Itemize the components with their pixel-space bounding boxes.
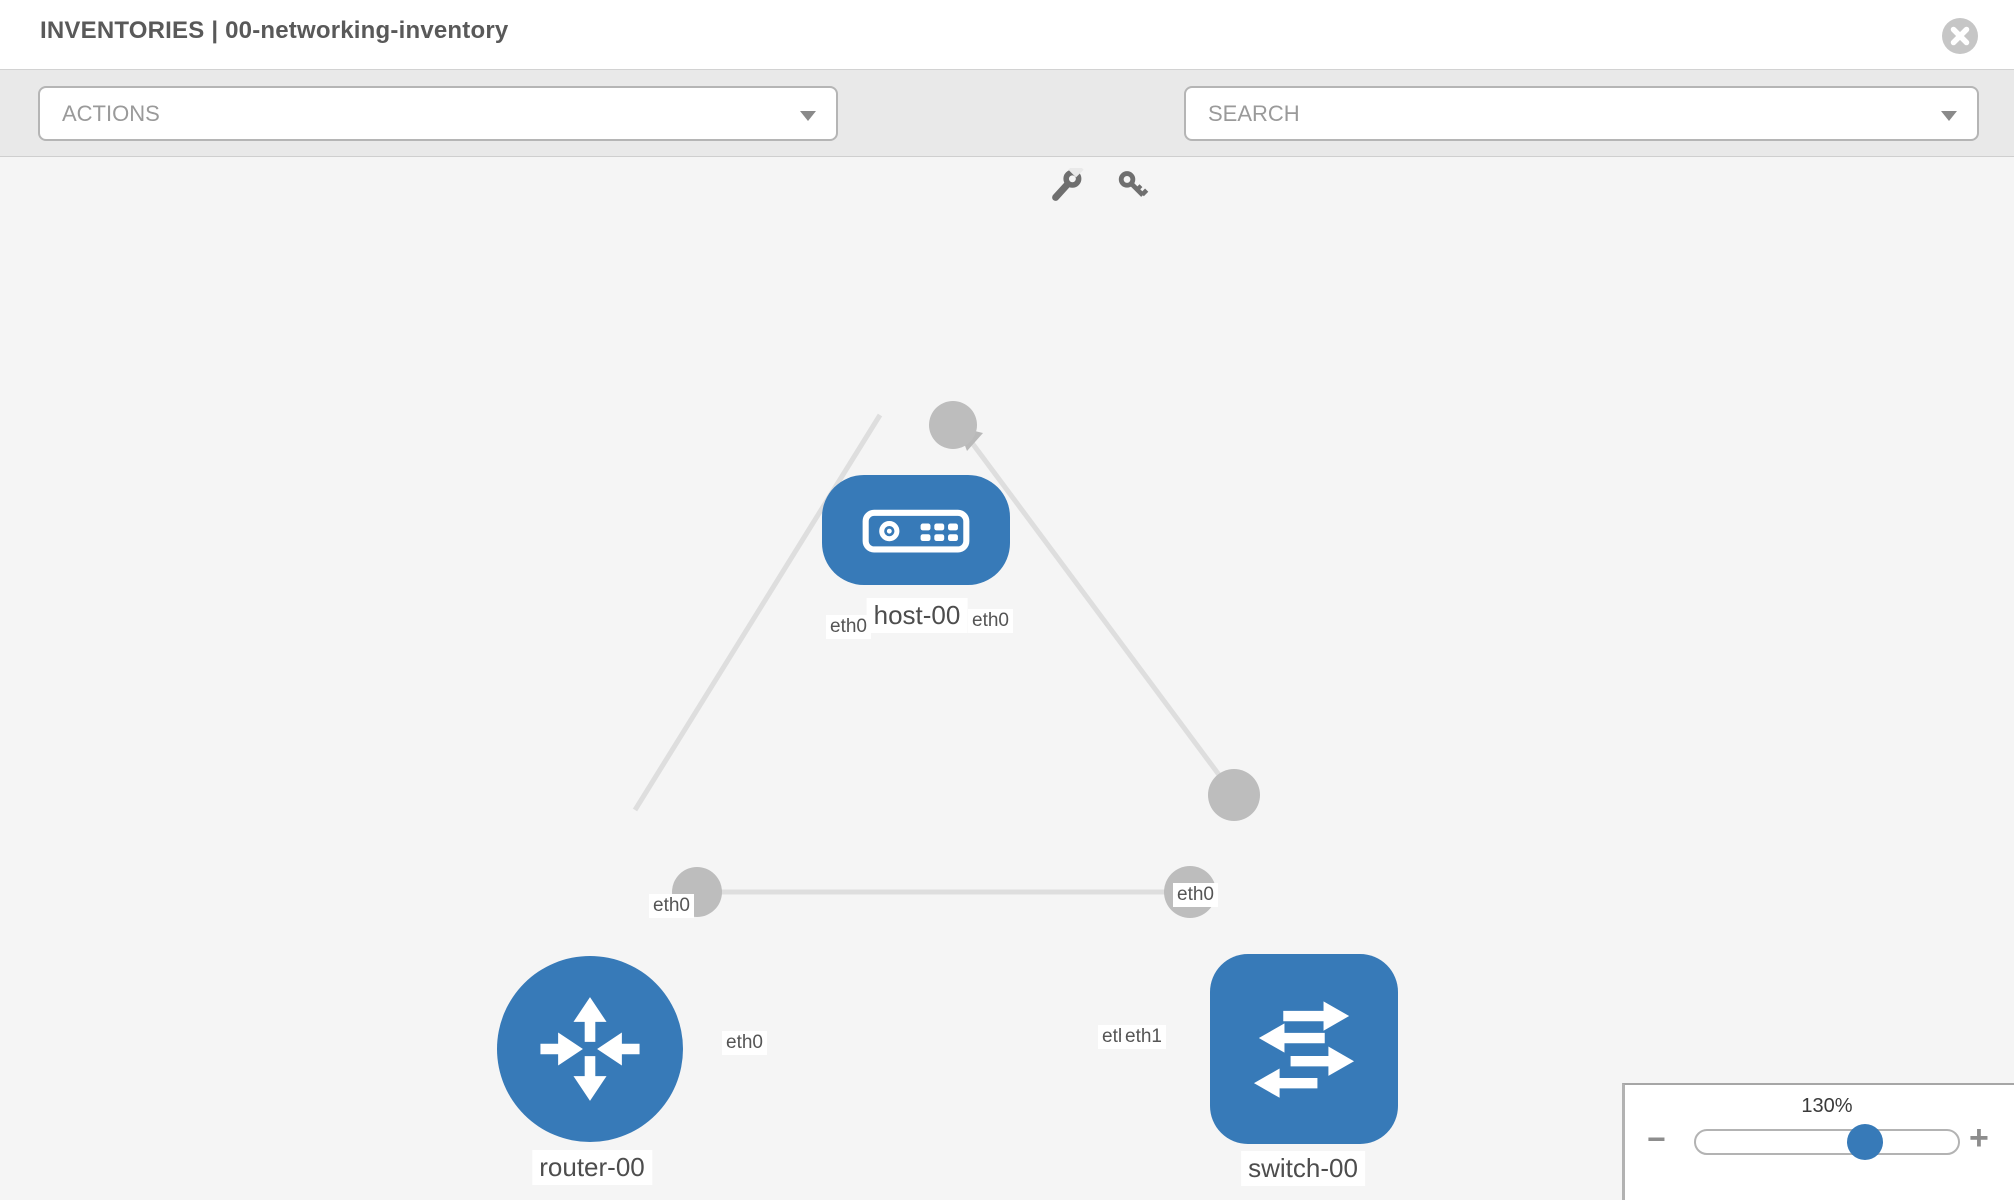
link-switch-host[interactable] xyxy=(952,418,1237,797)
panel-header: INVENTORIES | 00-networking-inventory xyxy=(0,0,2014,70)
node-switch-00[interactable] xyxy=(1210,954,1398,1144)
search-dropdown-label: SEARCH xyxy=(1208,100,1300,126)
iface-label-router-end-of-switch-link: eth0 xyxy=(722,1031,767,1055)
iface-label-switch-end-of-router-link: eth1 xyxy=(1121,1025,1166,1049)
key-button[interactable] xyxy=(1116,168,1152,211)
search-dropdown[interactable]: SEARCH xyxy=(1184,86,1979,141)
node-label-switch-00: switch-00 xyxy=(1241,1151,1365,1186)
interface-dot-switch-eth0[interactable] xyxy=(1208,769,1260,821)
circle-x-icon xyxy=(1942,18,1978,54)
wrench-button[interactable] xyxy=(1050,162,1084,209)
actions-dropdown-label: ACTIONS xyxy=(62,100,160,126)
close-button[interactable] xyxy=(1941,17,1979,55)
host-icon xyxy=(862,509,970,553)
node-label-router-00: router-00 xyxy=(532,1150,652,1185)
zoom-slider-track[interactable] xyxy=(1694,1129,1960,1155)
wrench-icon xyxy=(1052,162,1084,201)
node-host-00[interactable] xyxy=(822,475,1010,585)
topology-canvas[interactable]: host-00 router-00 switch-00 eth0 eth0 et… xyxy=(0,157,2014,1200)
router-icon xyxy=(540,997,640,1101)
key-icon xyxy=(1118,171,1149,197)
node-router-00[interactable] xyxy=(497,956,683,1142)
actions-dropdown[interactable]: ACTIONS xyxy=(38,86,838,141)
caret-down-icon xyxy=(800,111,816,121)
caret-down-icon xyxy=(1941,111,1957,121)
topology-links-layer xyxy=(632,401,1260,918)
interface-dot-host[interactable] xyxy=(929,401,977,449)
toolbar: ACTIONS SEARCH xyxy=(0,70,2014,201)
switch-icon xyxy=(1253,1001,1355,1098)
iface-label-switch-end-of-host-link: eth0 xyxy=(1173,883,1218,907)
zoom-slider-thumb[interactable] xyxy=(1847,1124,1883,1160)
zoom-out-button[interactable]: − xyxy=(1647,1121,1666,1157)
iface-label-router-end-of-host-link: eth0 xyxy=(649,894,694,918)
zoom-control-panel: 130% − + xyxy=(1622,1083,2014,1200)
node-label-host-00: host-00 xyxy=(866,598,968,633)
iface-label-host-end-of-switch-link: eth0 xyxy=(968,609,1013,633)
zoom-level-value: 130% xyxy=(1801,1095,1853,1117)
link-router-host[interactable] xyxy=(632,413,883,812)
page-title: INVENTORIES | 00-networking-inventory xyxy=(40,17,509,44)
iface-label-host-end-of-router-link: eth0 xyxy=(826,615,871,639)
zoom-in-button[interactable]: + xyxy=(1969,1119,1989,1157)
